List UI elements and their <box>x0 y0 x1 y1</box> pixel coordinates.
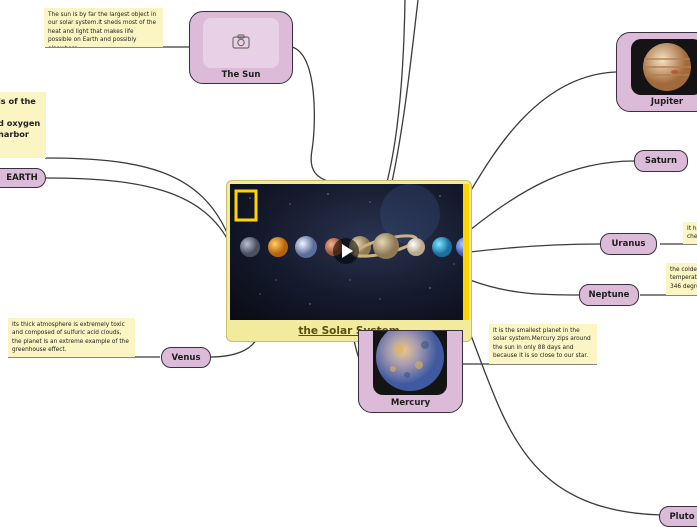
node-pluto[interactable]: Pluto <box>659 506 697 527</box>
node-mercury[interactable]: Mercury <box>358 330 463 413</box>
note-neptune: the coldes temperatu 346 degre <box>666 263 697 295</box>
video-thumbnail[interactable] <box>230 184 466 320</box>
node-neptune[interactable]: Neptune <box>579 284 639 306</box>
note-uranus: It ha che <box>683 222 697 244</box>
node-label: Pluto <box>669 511 695 522</box>
node-label: EARTH <box>6 173 38 183</box>
central-topic[interactable]: the Solar System <box>226 180 472 342</box>
node-label: The Sun <box>221 70 261 80</box>
node-label: Neptune <box>588 290 630 300</box>
node-the-sun[interactable]: The Sun <box>189 11 293 84</box>
note-venus: Its thick atmosphere is extremely toxic … <box>8 318 135 357</box>
mercury-image <box>373 331 447 395</box>
jupiter-image <box>631 39 697 95</box>
note-earth: ls of the d oxygen harbor <box>0 92 46 158</box>
camera-icon <box>232 33 250 53</box>
accent-stripe <box>463 184 469 320</box>
yellow-frame-logo <box>234 189 258 222</box>
node-label: Uranus <box>611 239 646 249</box>
node-label: Jupiter <box>650 97 684 107</box>
image-placeholder <box>203 18 279 68</box>
node-label: Mercury <box>390 398 431 408</box>
note-sun: The sun is by far the largest object in … <box>44 8 163 47</box>
node-label: Venus <box>171 352 201 363</box>
node-uranus[interactable]: Uranus <box>600 233 657 255</box>
note-mercury: It is the smallest planet in the solar s… <box>489 324 597 364</box>
node-saturn[interactable]: Saturn <box>634 150 688 172</box>
play-icon <box>342 244 353 258</box>
solar-system-illustration <box>234 184 466 305</box>
node-earth[interactable]: EARTH <box>0 168 46 188</box>
node-venus[interactable]: Venus <box>161 347 211 368</box>
node-jupiter[interactable]: Jupiter <box>616 32 697 112</box>
node-label: Saturn <box>644 156 678 166</box>
